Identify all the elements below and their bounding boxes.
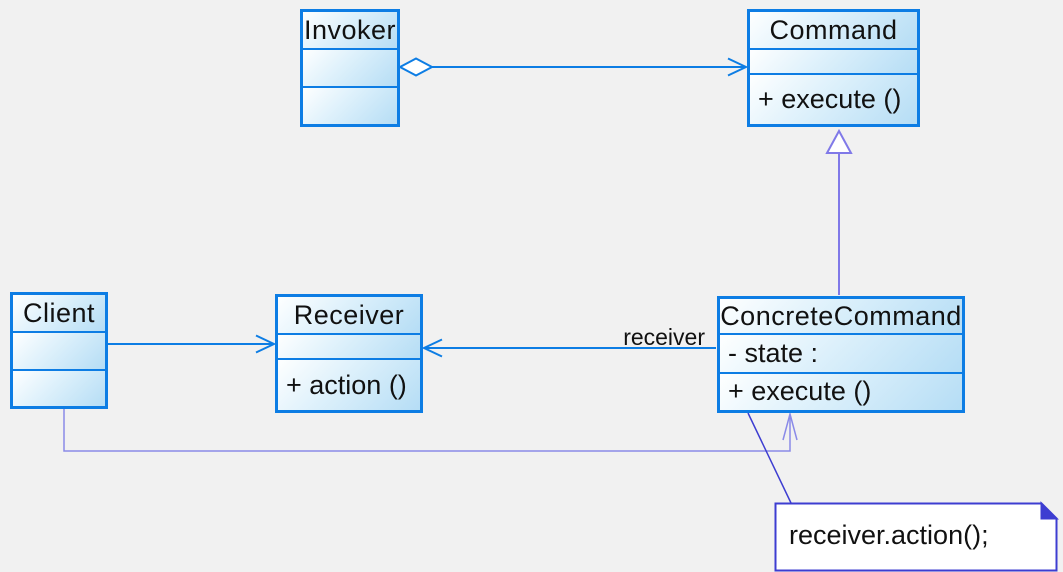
note-fold-corner-icon: [1040, 501, 1059, 520]
note-text: receiver.action();: [789, 520, 989, 550]
note-anchor-line: [747, 412, 792, 504]
class-receiver-title: Receiver: [278, 297, 420, 333]
class-receiver: Receiver + action (): [275, 294, 423, 413]
arrowhead-into-concretecommand-icon: [782, 411, 798, 441]
class-concretecommand: ConcreteCommand - state : + execute (): [717, 296, 965, 413]
class-concretecommand-operation: + execute (): [720, 371, 962, 410]
class-client: Client: [10, 292, 108, 409]
class-invoker-operations-compartment: [303, 86, 397, 124]
class-concretecommand-attribute: - state :: [720, 333, 962, 372]
class-receiver-operation: + action (): [278, 358, 420, 410]
class-command-title: Command: [750, 12, 917, 48]
client-concretecommand-association-line: [63, 409, 791, 452]
receiver-role-label: receiver: [623, 324, 705, 350]
class-client-attributes-compartment: [13, 331, 105, 369]
class-command-attributes-compartment: [750, 48, 917, 73]
arrowhead-into-command-icon: [727, 57, 749, 77]
aggregation-diamond-icon: [397, 57, 435, 77]
class-receiver-attributes-compartment: [278, 333, 420, 358]
arrowhead-into-receiver-right-icon: [421, 338, 443, 358]
class-concretecommand-title: ConcreteCommand: [720, 299, 962, 333]
arrowhead-into-receiver-left-icon: [255, 334, 277, 354]
class-client-title: Client: [13, 295, 105, 331]
generalization-triangle-icon: [825, 128, 853, 154]
class-client-operations-compartment: [13, 368, 105, 406]
class-invoker: Invoker: [300, 9, 400, 127]
class-invoker-attributes-compartment: [303, 48, 397, 86]
note-shape: [774, 502, 1058, 572]
class-invoker-title: Invoker: [303, 12, 397, 48]
class-command-operation: + execute (): [750, 72, 917, 124]
class-command: Command + execute (): [747, 9, 920, 127]
